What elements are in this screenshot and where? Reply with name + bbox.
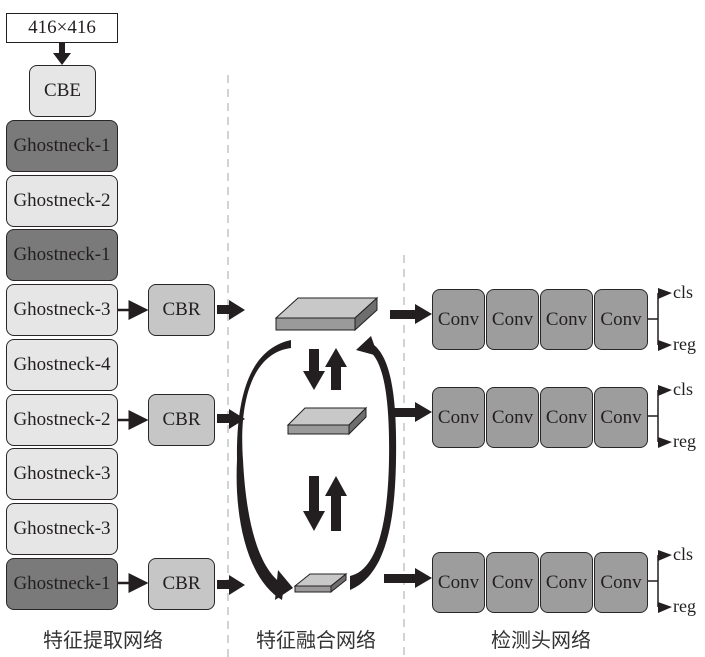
conv-block: Conv [486,387,539,448]
section-label-detection: 检测头网络 [491,628,591,652]
arrow-down-1 [303,349,325,390]
arrow-down-2 [303,476,325,531]
ghostneck-label: Ghostneck-1 [13,244,111,265]
curve-arrow-right-head [356,336,378,356]
conv-label: Conv [491,406,534,428]
conv-block: Conv [594,552,648,613]
curve-arrow-right [350,341,397,590]
cbr-label: CBR [162,409,201,430]
output-cls: cls [673,282,693,302]
arrow-cbr-to-fusion-3 [217,575,245,595]
arrow-to-head-3 [384,568,432,588]
head-branch-3 [648,555,659,607]
head-branch-2 [648,390,659,442]
section-label-fusion: 特征融合网络 [256,628,376,652]
cbr-label: CBR [162,299,201,320]
ghostneck-block: Ghostneck-3 [6,448,118,500]
ghostneck-label: Ghostneck-1 [13,135,111,156]
conv-label: Conv [437,406,480,428]
ghostneck-label: Ghostneck-2 [13,409,111,430]
conv-block: Conv [486,289,539,350]
conv-label: Conv [491,571,534,593]
conv-label: Conv [491,308,534,330]
feature-map-medium [286,406,368,436]
conv-label: Conv [437,571,480,593]
ghostneck-label: Ghostneck-4 [13,354,111,375]
ghostneck-label: Ghostneck-3 [13,518,111,539]
head-branch-1 [648,293,659,345]
cbr-block: CBR [148,558,215,610]
output-arrowheads [658,288,672,613]
conv-block: Conv [540,552,593,613]
ghostneck-block: Ghostneck-2 [6,175,118,227]
cbr-label: CBR [162,573,201,594]
ghostneck-block: Ghostneck-3 [6,284,118,336]
ghostneck-label: Ghostneck-2 [13,190,111,211]
conv-label: Conv [600,406,642,428]
conv-block: Conv [594,387,648,448]
cbe-block: CBE [29,65,96,117]
conv-label: Conv [600,308,642,330]
curve-arrow-left [236,340,291,600]
cbe-label: CBE [44,80,81,101]
output-reg: reg [673,334,696,354]
ghostneck-block: Ghostneck-4 [6,339,118,391]
input-size-box: 416×416 [6,13,118,43]
conv-label: Conv [545,406,588,428]
input-size-label: 416×416 [28,17,96,38]
conv-label: Conv [545,308,588,330]
conv-block: Conv [432,289,485,350]
section-label-extraction: 特征提取网络 [43,628,163,652]
arrow-to-head-1 [390,304,432,324]
ghostneck-label: Ghostneck-1 [13,573,111,594]
conv-block: Conv [432,552,485,613]
ghostneck-block: Ghostneck-2 [6,394,118,446]
arrow-to-head-2 [393,402,432,422]
ghostneck-label: Ghostneck-3 [13,463,111,484]
curve-arrow-left-head [275,570,293,600]
arrow-up-2 [325,476,347,531]
output-reg: reg [673,431,696,451]
output-cls: cls [673,544,693,564]
conv-block: Conv [594,289,648,350]
ghostneck-block: Ghostneck-3 [6,503,118,555]
arrow-cbr-to-fusion-1 [217,300,245,320]
conv-label: Conv [545,571,588,593]
ghostneck-block: Ghostneck-1 [6,120,118,172]
output-cls: cls [673,379,693,399]
conv-block: Conv [540,387,593,448]
conv-block: Conv [486,552,539,613]
feature-map-small [293,572,348,594]
arrow-up-1 [325,348,347,390]
cbr-block: CBR [148,284,215,336]
ghostneck-label: Ghostneck-3 [13,299,111,320]
conv-block: Conv [540,289,593,350]
ghostneck-block: Ghostneck-1 [6,558,118,610]
conv-label: Conv [600,571,642,593]
cbr-block: CBR [148,394,215,446]
input-arrow [53,43,71,65]
conv-label: Conv [437,308,480,330]
ghostneck-block: Ghostneck-1 [6,229,118,281]
conv-block: Conv [432,387,485,448]
feature-map-large [274,296,379,332]
output-reg: reg [673,596,696,616]
arrow-cbr-to-fusion-2 [217,409,245,429]
